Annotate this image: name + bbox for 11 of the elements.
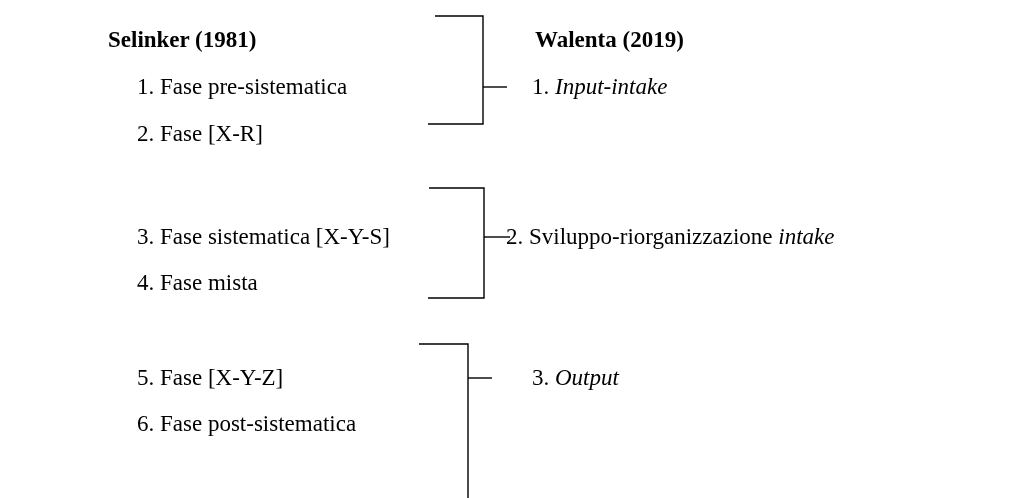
list-item: 6. Fase post-sistematica: [137, 410, 357, 438]
list-item: 3. Output: [532, 364, 619, 392]
list-item: 1. Fase pre-sistematica: [137, 73, 348, 101]
list-item: 2. Fase [X-R]: [137, 120, 263, 148]
column-heading: Selinker (1981): [108, 26, 257, 54]
list-item: 3. Fase sistematica [X-Y-S]: [137, 223, 390, 251]
list-item: 5. Fase [X-Y-Z]: [137, 364, 284, 392]
list-item: 2. Sviluppo-riorganizzazione intake: [506, 223, 835, 251]
list-item: 4. Fase mista: [137, 269, 258, 297]
list-item: 1. Input-intake: [532, 73, 668, 101]
column-heading: Walenta (2019): [535, 26, 684, 54]
